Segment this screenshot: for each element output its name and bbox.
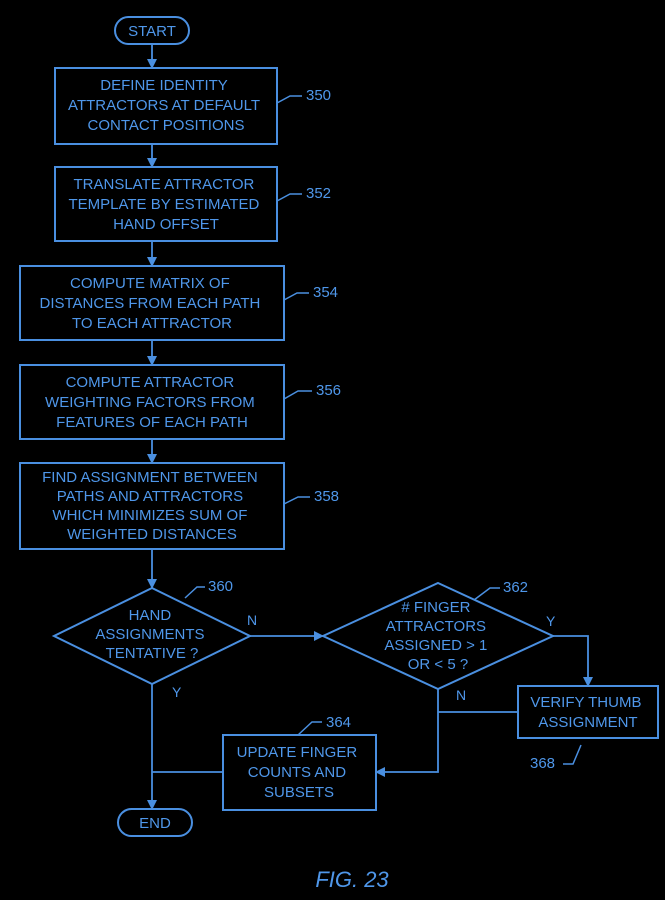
decision-362-line-3: ASSIGNED > 1	[384, 637, 487, 654]
ref-368-leader	[563, 744, 582, 765]
ref-354-leader	[283, 292, 309, 301]
decision-360-yes-label: Y	[172, 684, 182, 700]
step-352-line-1: TRANSLATE ATTRACTOR	[73, 176, 254, 193]
step-358-text: FIND ASSIGNMENT BETWEEN PATHS AND ATTRAC…	[42, 469, 262, 543]
step-356-line-1: COMPUTE ATTRACTOR	[66, 374, 235, 391]
start-label: START	[128, 23, 176, 40]
ref-360-leader	[184, 586, 205, 599]
ref-352: 352	[306, 185, 331, 202]
arrow-362-no-to-364	[375, 689, 439, 777]
ref-356-leader	[283, 390, 312, 400]
decision-360-line-3: TENTATIVE ?	[106, 645, 199, 662]
ref-368: 368	[530, 755, 555, 772]
update-364-line-1: UPDATE FINGER	[237, 744, 358, 761]
step-356-line-2: WEIGHTING FACTORS FROM	[45, 394, 255, 411]
ref-356: 356	[316, 382, 341, 399]
ref-362: 362	[503, 579, 528, 596]
verify-368-line-2: ASSIGNMENT	[538, 714, 637, 731]
step-box-350	[54, 67, 278, 145]
decision-360-no-label: N	[247, 612, 257, 628]
ref-362-leader	[473, 587, 500, 601]
ref-360: 360	[208, 578, 233, 595]
update-364-text: UPDATE FINGER COUNTS AND SUBSETS	[237, 744, 362, 801]
ref-350-leader	[276, 95, 302, 104]
arrow-362-yes-to-368	[553, 635, 593, 687]
decision-362-yes-label: Y	[546, 613, 556, 629]
step-354-text: COMPUTE MATRIX OF DISTANCES FROM EACH PA…	[39, 275, 264, 332]
step-354-line-1: COMPUTE MATRIX OF	[70, 275, 230, 292]
verify-368-text: VERIFY THUMB ASSIGNMENT	[530, 694, 645, 731]
step-350-line-2: ATTRACTORS AT DEFAULT	[68, 97, 260, 114]
end-label: END	[139, 815, 171, 832]
ref-358-leader	[283, 496, 310, 505]
decision-362-line-4: OR < 5 ?	[408, 656, 468, 673]
decision-362-line-2: ATTRACTORS	[386, 618, 486, 635]
decision-360-line-2: ASSIGNMENTS	[95, 626, 204, 643]
step-350-line-1: DEFINE IDENTITY	[100, 77, 228, 94]
ref-358: 358	[314, 488, 339, 505]
decision-362-line-1: # FINGER	[401, 599, 470, 616]
step-356-text: COMPUTE ATTRACTOR WEIGHTING FACTORS FROM…	[45, 374, 259, 431]
step-350-text: DEFINE IDENTITY ATTRACTORS AT DEFAULT CO…	[68, 77, 264, 134]
update-364-line-3: SUBSETS	[264, 784, 334, 801]
ref-364-leader	[297, 721, 322, 736]
step-358-line-3: WHICH MINIMIZES SUM OF	[52, 507, 247, 524]
step-356-line-3: FEATURES OF EACH PATH	[56, 414, 248, 431]
step-352-text: TRANSLATE ATTRACTOR TEMPLATE BY ESTIMATE…	[68, 176, 263, 233]
decision-362-no-label: N	[456, 687, 466, 703]
update-364-line-2: COUNTS AND	[248, 764, 347, 781]
step-box-352	[54, 166, 278, 242]
ref-350: 350	[306, 87, 331, 104]
step-352-line-3: HAND OFFSET	[113, 216, 219, 233]
decision-360-text: HAND ASSIGNMENTS TENTATIVE ?	[95, 607, 208, 662]
decision-362-text: # FINGER ATTRACTORS ASSIGNED > 1 OR < 5 …	[384, 599, 491, 673]
step-352-line-2: TEMPLATE BY ESTIMATED	[68, 196, 259, 213]
step-354-line-2: DISTANCES FROM EACH PATH	[39, 295, 260, 312]
figure-label: FIG. 23	[315, 867, 389, 892]
step-358-line-2: PATHS AND ATTRACTORS	[57, 488, 243, 505]
step-354-line-3: TO EACH ATTRACTOR	[72, 315, 232, 332]
ref-364: 364	[326, 714, 351, 731]
step-350-line-3: CONTACT POSITIONS	[88, 117, 245, 134]
decision-360-line-1: HAND	[129, 607, 172, 624]
verify-368-line-1: VERIFY THUMB	[530, 694, 641, 711]
ref-354: 354	[313, 284, 338, 301]
step-358-line-4: WEIGHTED DISTANCES	[67, 526, 237, 543]
ref-352-leader	[276, 193, 302, 202]
step-358-line-1: FIND ASSIGNMENT BETWEEN	[42, 469, 258, 486]
